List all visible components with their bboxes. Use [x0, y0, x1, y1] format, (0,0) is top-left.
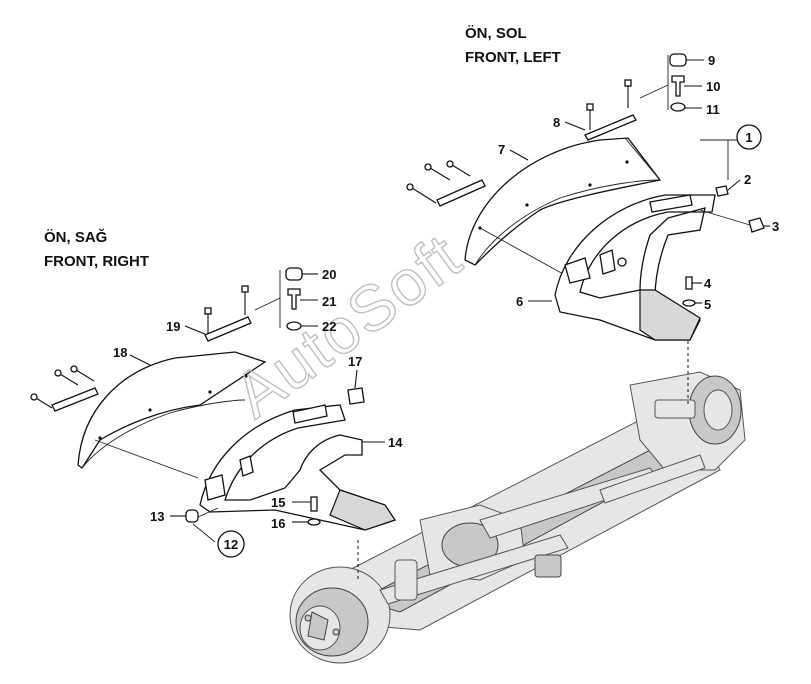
callout-16: 16 — [271, 516, 308, 531]
svg-text:18: 18 — [113, 345, 127, 360]
svg-text:6: 6 — [516, 294, 523, 309]
callout-9: 9 — [686, 53, 715, 68]
callout-15: 15 — [271, 495, 311, 510]
fender-shell-right — [77, 351, 267, 469]
callout-13: 13 — [150, 509, 186, 524]
svg-text:16: 16 — [271, 516, 285, 531]
washer-5 — [682, 299, 696, 307]
svg-text:10: 10 — [706, 79, 720, 94]
bolt-10 — [671, 75, 685, 97]
callout-5: 5 — [695, 297, 711, 312]
watermark-text: AutoSoft — [221, 219, 475, 431]
svg-text:8: 8 — [553, 115, 560, 130]
bolt-group-right — [30, 285, 249, 409]
svg-text:7: 7 — [498, 142, 505, 157]
svg-text:17: 17 — [348, 354, 362, 369]
svg-text:15: 15 — [271, 495, 285, 510]
svg-text:1: 1 — [745, 130, 752, 145]
callout-3: 3 — [764, 219, 779, 234]
rubber-cap-9 — [669, 53, 687, 67]
bolt-group-left — [406, 79, 632, 204]
washer-16 — [307, 518, 321, 526]
washer-11 — [670, 102, 686, 112]
title-front-right-en: FRONT, RIGHT — [44, 253, 149, 270]
nut-3 — [748, 217, 765, 233]
callout-18: 18 — [113, 345, 151, 366]
callout-19: 19 — [166, 319, 206, 335]
callout-7: 7 — [498, 142, 529, 161]
callout-11: 11 — [685, 102, 720, 117]
title-front-left-en: FRONT, LEFT — [465, 49, 561, 66]
callout-21: 21 — [300, 294, 336, 309]
callout-4: 4 — [692, 276, 712, 291]
title-front-left-tr: ÖN, SOL — [465, 25, 527, 42]
callout-20: 20 — [302, 267, 336, 282]
callout-14: 14 — [362, 435, 403, 450]
svg-text:19: 19 — [166, 319, 180, 334]
plug-13 — [185, 509, 199, 523]
svg-text:11: 11 — [706, 102, 720, 117]
front-axle-assembly — [289, 371, 746, 664]
callout-6: 6 — [516, 294, 552, 309]
fender-shell-left — [464, 137, 662, 266]
rubber-17 — [347, 387, 365, 405]
bolt-21 — [287, 288, 301, 310]
svg-text:22: 22 — [322, 319, 336, 334]
svg-text:4: 4 — [704, 276, 712, 291]
nut-2 — [715, 185, 729, 197]
svg-text:3: 3 — [772, 219, 779, 234]
svg-text:21: 21 — [322, 294, 336, 309]
svg-text:14: 14 — [388, 435, 403, 450]
svg-text:20: 20 — [322, 267, 336, 282]
callout-12: 12 — [217, 530, 245, 558]
title-front-right-tr: ÖN, SAĞ — [44, 228, 107, 246]
front-right-fender-assembly — [30, 267, 397, 543]
callout-17: 17 — [348, 354, 362, 389]
svg-text:5: 5 — [704, 297, 711, 312]
bolt-4 — [685, 276, 693, 290]
bolt-15 — [310, 496, 318, 512]
svg-text:2: 2 — [744, 172, 751, 187]
svg-text:9: 9 — [708, 53, 715, 68]
callout-22: 22 — [301, 319, 336, 334]
mounting-leader-lines — [357, 335, 689, 582]
callout-1: 1 — [736, 124, 762, 150]
svg-text:13: 13 — [150, 509, 164, 524]
fender-bracket-left — [554, 194, 716, 341]
callout-10: 10 — [684, 79, 720, 94]
callout-8: 8 — [553, 115, 586, 131]
callout-2: 2 — [727, 172, 751, 191]
rubber-cap-20 — [285, 267, 303, 281]
svg-text:12: 12 — [224, 537, 238, 552]
